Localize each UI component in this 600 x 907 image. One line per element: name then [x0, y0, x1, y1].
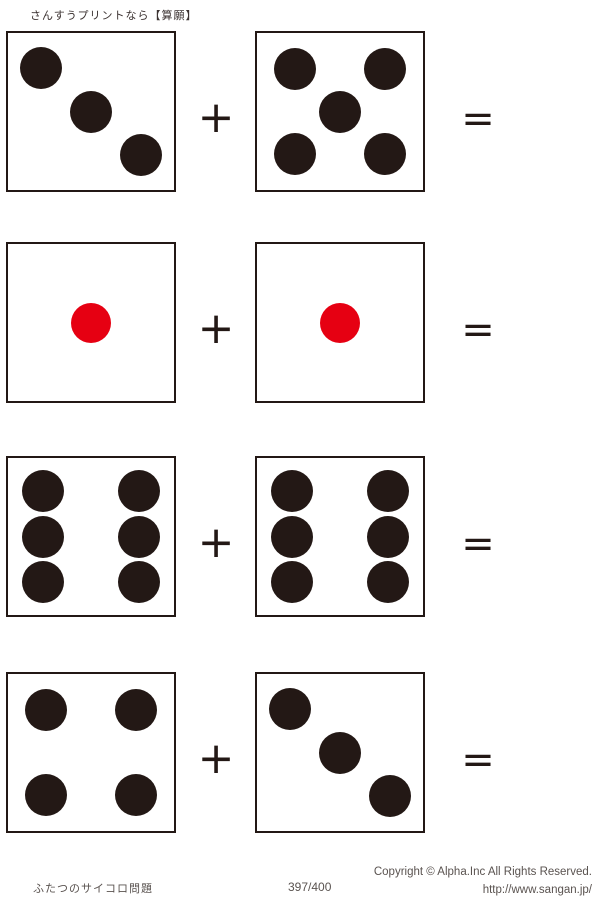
equals-operator: =: [461, 737, 495, 783]
page-title: さんすうプリントなら【算願】: [30, 10, 198, 22]
die-pip: [270, 515, 313, 558]
problem-row: +=: [0, 31, 600, 201]
die-pip: [368, 775, 411, 818]
die-face: [8, 458, 174, 615]
die-pip: [367, 515, 410, 558]
die-pip: [118, 561, 161, 604]
problem-row: +=: [0, 672, 600, 842]
equals-operator: =: [461, 307, 495, 353]
die-left: [6, 31, 176, 192]
die-pip: [21, 561, 64, 604]
die-face: [257, 244, 423, 401]
die-pip: [118, 515, 161, 558]
die-pip: [367, 469, 410, 512]
die-pip: [320, 302, 360, 343]
equals-operator: =: [461, 521, 495, 567]
die-pip: [118, 469, 161, 512]
die-face: [8, 33, 174, 190]
die-pip: [71, 302, 111, 343]
die-left: [6, 242, 176, 403]
die-pip: [274, 132, 317, 175]
problem-row: +=: [0, 456, 600, 626]
die-pip: [25, 689, 68, 732]
die-pip: [270, 561, 313, 604]
plus-operator: +: [197, 733, 235, 784]
die-pip: [367, 561, 410, 604]
die-pip: [269, 687, 312, 730]
die-right: [255, 456, 425, 617]
die-pip: [119, 134, 162, 177]
footer: ふたつのサイコロ問題 397/400 Copyright © Alpha.Inc…: [0, 858, 600, 907]
die-face: [257, 674, 423, 831]
equals-operator: =: [461, 96, 495, 142]
die-pip: [25, 773, 68, 816]
problem-row: +=: [0, 242, 600, 412]
die-right: [255, 242, 425, 403]
die-pip: [363, 132, 406, 175]
die-pip: [319, 90, 361, 133]
die-right: [255, 672, 425, 833]
die-pip: [70, 90, 112, 133]
die-pip: [274, 48, 317, 91]
page-number: 397/400: [288, 880, 332, 894]
die-pip: [21, 515, 64, 558]
die-pip: [114, 773, 157, 816]
die-pip: [21, 469, 64, 512]
plus-operator: +: [197, 92, 235, 143]
worksheet-title: ふたつのサイコロ問題: [33, 883, 153, 895]
die-left: [6, 456, 176, 617]
copyright-text: Copyright © Alpha.Inc All Rights Reserve…: [373, 866, 592, 878]
die-face: [257, 458, 423, 615]
die-right: [255, 31, 425, 192]
die-pip: [270, 469, 313, 512]
die-pip: [114, 689, 157, 732]
plus-operator: +: [197, 303, 235, 354]
website-url: http://www.sangan.jp/: [482, 884, 592, 896]
die-left: [6, 672, 176, 833]
die-pip: [363, 48, 406, 91]
die-face: [257, 33, 423, 190]
die-face: [8, 674, 174, 831]
die-face: [8, 244, 174, 401]
die-pip: [319, 731, 361, 774]
die-pip: [20, 46, 63, 89]
plus-operator: +: [197, 517, 235, 568]
